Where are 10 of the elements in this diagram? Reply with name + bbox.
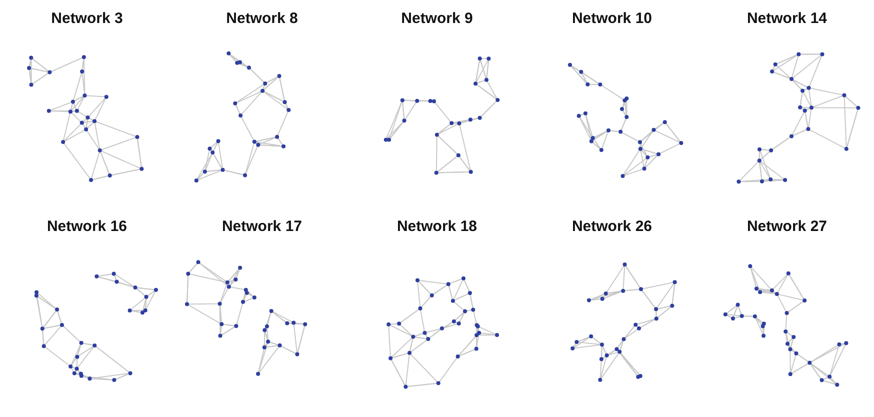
panel-title: Network 27 [746, 218, 828, 235]
panel-title: Network 26 [572, 218, 652, 235]
panel-title: Network 18 [396, 218, 478, 235]
panel-title: Network 3 [51, 10, 123, 27]
panel-title: Network 10 [572, 10, 652, 27]
panel-title: Network 8 [226, 10, 298, 27]
panel-title: Network 16 [46, 218, 128, 235]
panel-title: Network 9 [401, 10, 473, 27]
panel-title: Network 14 [746, 10, 828, 27]
panel-title: Network 17 [222, 218, 302, 235]
